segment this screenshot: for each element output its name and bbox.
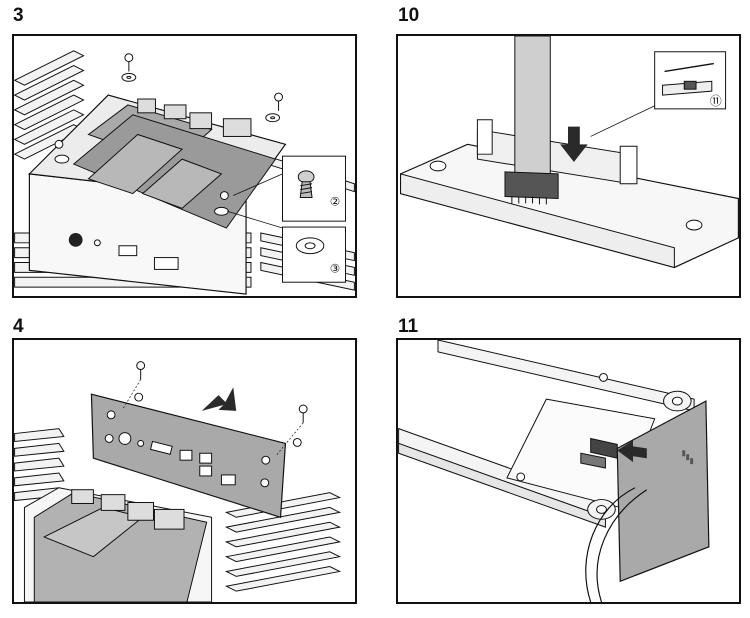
step-3-panel: ② ③ xyxy=(12,34,357,298)
screw-icon xyxy=(134,361,308,447)
heatsink-fins-left xyxy=(14,428,65,502)
step-11-panel xyxy=(396,338,741,604)
module-card xyxy=(616,400,710,583)
step-label-10: 10 xyxy=(398,5,420,26)
step-3-illustration xyxy=(14,50,355,295)
heatsink-fins-right xyxy=(224,492,342,592)
step-11-illustration xyxy=(398,340,710,602)
screw-detail-icon xyxy=(297,170,315,199)
step-10-panel: ⑪ xyxy=(396,34,741,298)
step-4-illustration xyxy=(14,361,342,602)
step-label-3: 3 xyxy=(13,5,24,26)
step-4-panel xyxy=(12,338,357,604)
washer-detail-icon xyxy=(295,237,325,255)
screw-icon xyxy=(54,53,283,200)
callout-box-washer xyxy=(282,226,347,283)
cable xyxy=(585,487,636,602)
front-port-round xyxy=(68,232,83,247)
callout-box-screw xyxy=(282,155,347,222)
step-label-11: 11 xyxy=(398,316,419,337)
shield-round-cutout xyxy=(118,432,132,445)
front-port-hdmi xyxy=(153,257,179,270)
ribbon-cable xyxy=(514,36,551,175)
washer-icon xyxy=(54,72,281,216)
step-10-illustration xyxy=(399,36,739,269)
tray-rail-top xyxy=(437,340,695,412)
heatsink-fins-left xyxy=(14,50,85,160)
cable-connector xyxy=(504,171,559,200)
front-port-usb xyxy=(118,245,138,257)
install-arrow-icon xyxy=(201,387,237,411)
insert-left-arrow-icon xyxy=(617,440,647,463)
step-label-4: 4 xyxy=(13,316,24,337)
callout-box-connector xyxy=(654,51,727,110)
shield-hdmi-cutout xyxy=(149,440,173,455)
